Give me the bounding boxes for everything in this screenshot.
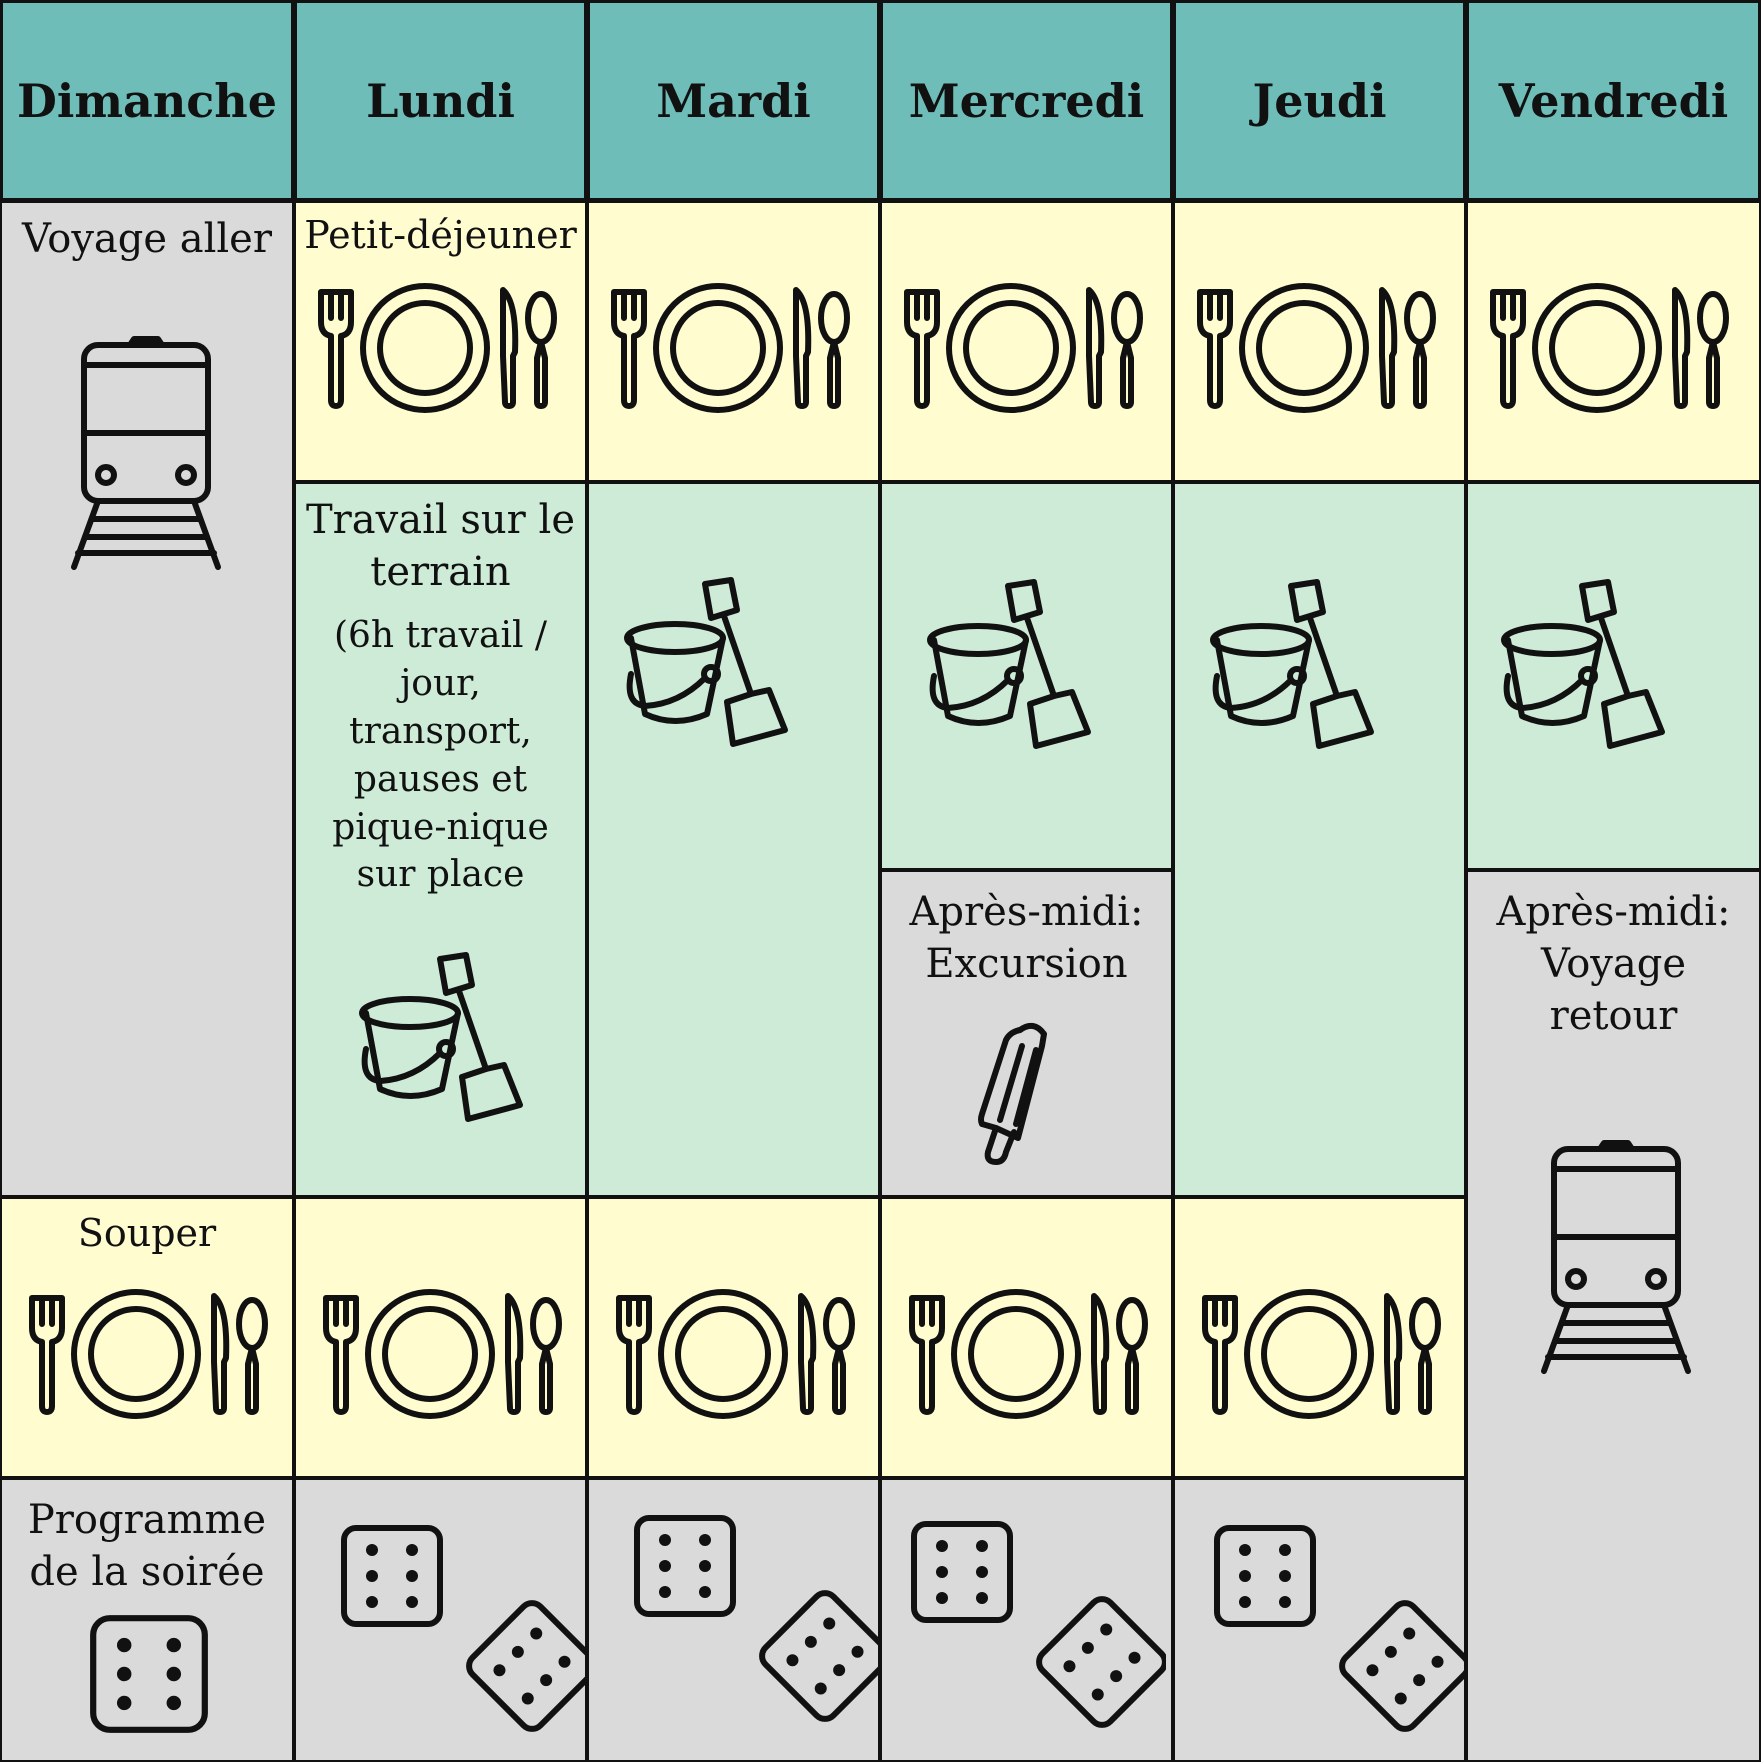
- breakfast-cell-jeudi: [1173, 201, 1466, 482]
- bucket-shovel-icon: [354, 949, 534, 1129]
- dice-icon: [906, 1516, 1166, 1756]
- breakfast-cell-mardi: [587, 201, 880, 482]
- travel-out-label: Voyage aller: [22, 216, 272, 262]
- fieldwork-cell-lundi: Travail sur le terrain (6h travail / jou…: [294, 482, 587, 1197]
- place-setting-icon: [1190, 278, 1440, 418]
- fieldwork-cell-mercredi: [880, 482, 1173, 870]
- place-setting-icon: [22, 1284, 272, 1424]
- place-setting-icon: [1483, 278, 1733, 418]
- day-header-jeudi: Jeudi: [1173, 0, 1466, 201]
- place-setting-icon: [897, 278, 1147, 418]
- fieldwork-cell-vendredi: [1466, 482, 1761, 870]
- place-setting-icon: [1195, 1284, 1445, 1424]
- day-header-vendredi: Vendredi: [1466, 0, 1761, 201]
- travel-out-cell: Voyage aller: [0, 201, 294, 1197]
- day-header-mardi: Mardi: [587, 0, 880, 201]
- breakfast-cell-vendredi: [1466, 201, 1761, 482]
- bucket-shovel-icon: [922, 576, 1102, 756]
- bucket-shovel-icon: [619, 574, 799, 754]
- place-setting-icon: [316, 1284, 566, 1424]
- day-header-lundi: Lundi: [294, 0, 587, 201]
- train-icon: [1536, 1137, 1696, 1377]
- day-header-dimanche: Dimanche: [0, 0, 294, 201]
- excursion-label: Après-midi: Excursion: [909, 889, 1144, 987]
- bucket-shovel-icon: [1496, 576, 1676, 756]
- evening-cell-jeudi: [1173, 1478, 1466, 1762]
- train-icon: [66, 333, 226, 573]
- breakfast-label: Petit-déjeuner: [304, 213, 577, 257]
- place-setting-icon: [604, 278, 854, 418]
- dice-icon: [336, 1520, 587, 1760]
- dinner-cell-dimanche: Souper: [0, 1197, 294, 1478]
- place-setting-icon: [609, 1284, 859, 1424]
- single-die-icon: [87, 1612, 211, 1736]
- dice-icon: [1209, 1520, 1466, 1760]
- fieldwork-detail: (6h travail / jour, transport, pauses et…: [332, 615, 549, 896]
- dinner-cell-lundi: [294, 1197, 587, 1478]
- excursion-cell: Après-midi: Excursion: [880, 870, 1173, 1197]
- evening-label: Programme de la soirée: [27, 1497, 267, 1595]
- evening-cell-lundi: [294, 1478, 587, 1762]
- day-header-mercredi: Mercredi: [880, 0, 1173, 201]
- ice-pop-icon: [974, 1012, 1074, 1182]
- travel-back-label: Après-midi: Voyage retour: [1496, 889, 1731, 1039]
- fieldwork-cell-jeudi: [1173, 482, 1466, 1197]
- evening-cell-dimanche: Programme de la soirée: [0, 1478, 294, 1762]
- evening-cell-mercredi: [880, 1478, 1173, 1762]
- dinner-cell-mercredi: [880, 1197, 1173, 1478]
- place-setting-icon: [311, 278, 561, 418]
- place-setting-icon: [902, 1284, 1152, 1424]
- dinner-cell-jeudi: [1173, 1197, 1466, 1478]
- dinner-label: Souper: [77, 1211, 217, 1255]
- breakfast-cell-mercredi: [880, 201, 1173, 482]
- fieldwork-cell-mardi: [587, 482, 880, 1197]
- fieldwork-title: Travail sur le terrain: [306, 497, 575, 595]
- dice-icon: [629, 1510, 880, 1750]
- evening-cell-mardi: [587, 1478, 880, 1762]
- travel-back-cell: Après-midi: Voyage retour: [1466, 870, 1761, 1762]
- bucket-shovel-icon: [1205, 576, 1385, 756]
- dinner-cell-mardi: [587, 1197, 880, 1478]
- breakfast-cell-lundi: Petit-déjeuner: [294, 201, 587, 482]
